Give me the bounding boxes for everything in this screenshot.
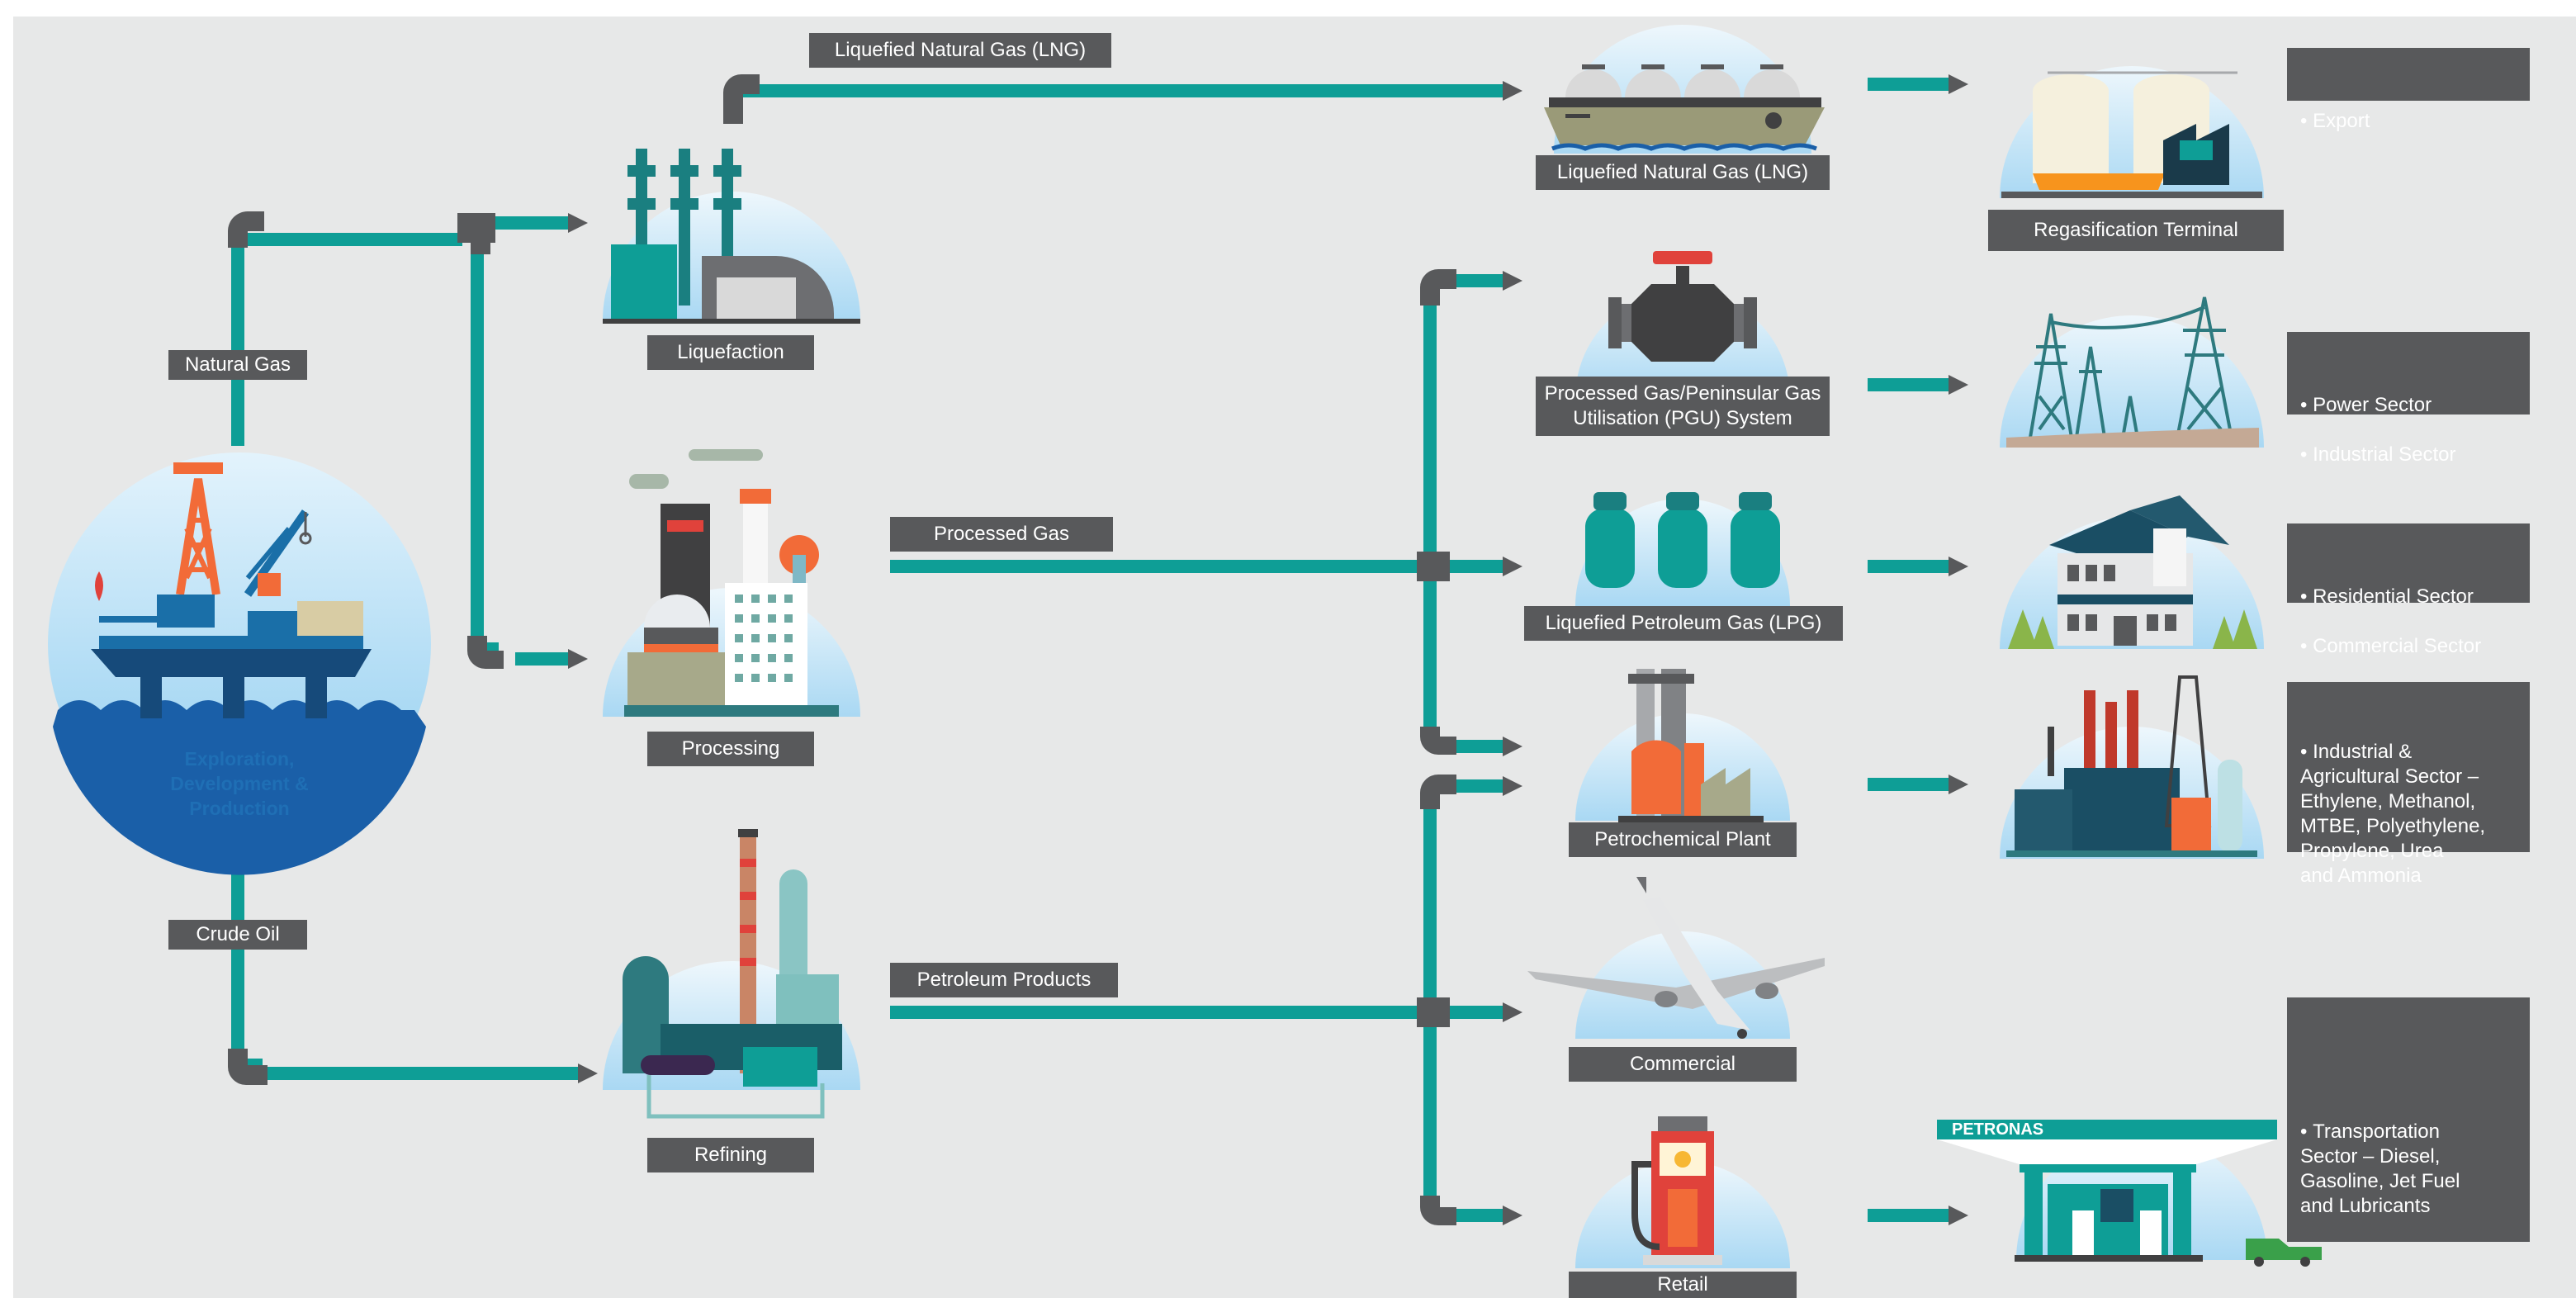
sector-residential-item: Residential Sector [2300,585,2517,609]
processed-gas-label: Processed Gas [890,517,1113,552]
pgu-label-line-1: Processed Gas/Peninsular Gas [1544,382,1821,405]
gas-valve-icon [1575,251,1790,398]
sector-export-box: Export [2287,48,2530,132]
regasification-terminal-icon [2000,66,2264,198]
refinery-icon [603,829,860,1119]
processing-plant-icon [603,449,860,717]
sector-residential-box: Residential Sector Commercial Sector [2287,523,2530,657]
source-label: Exploration, Development & Production [140,746,339,821]
sector-transport-box: Transportation Sector – Diesel, Gasoline… [2287,997,2530,1242]
petrochemical-plant-icon [1575,669,1790,822]
refining-label: Refining [647,1138,814,1172]
sector-power-list: Power Sector Industrial Sector [2300,368,2517,492]
sector-commercial-item: Commercial Sector [2300,634,2517,659]
sector-transport-item: Transportation Sector – Diesel, Gasoline… [2300,1120,2517,1219]
house-icon [2000,495,2264,649]
source-label-line-1: Exploration, [184,748,295,770]
processing-label: Processing [647,732,814,766]
regasification-label: Regasification Terminal [1988,210,2284,251]
natural-gas-label: Natural Gas [168,350,307,380]
offshore-platform-icon [48,452,431,875]
petrol-station-icon [1937,1120,2322,1267]
petrochemical-product-label: Petrochemical Plant [1569,822,1797,857]
sector-industrial-list: Industrial & Agricultural Sector – Ethyl… [2300,715,2517,913]
sector-power-item: Power Sector [2300,393,2517,418]
sector-export-list: Export [2300,84,2517,159]
sector-export-item: Export [2300,109,2517,134]
power-pylon-icon [2000,296,2264,448]
sector-residential-list: Residential Sector Commercial Sector [2300,560,2517,684]
commercial-product-label: Commercial [1569,1047,1797,1082]
fuel-pump-icon [1575,1116,1790,1268]
lng-product-label: Liquefied Natural Gas (LNG) [1536,155,1830,190]
lng-route-label: Liquefied Natural Gas (LNG) [809,33,1111,68]
source-label-line-2: Development & [170,773,309,794]
lpg-product-label: Liquefied Petroleum Gas (LPG) [1524,606,1843,641]
petroleum-products-label: Petroleum Products [890,963,1118,997]
pgu-product-label: Processed Gas/Peninsular Gas Utilisation… [1536,377,1830,436]
sector-industrial-box: Industrial & Agricultural Sector – Ethyl… [2287,682,2530,887]
retail-product-label: Retail [1569,1272,1797,1298]
industrial-plant-icon [2000,675,2264,859]
flow-arrows [568,74,1968,1225]
sector-power-box: Power Sector Industrial Sector [2287,332,2530,466]
sector-industrial-agri-item: Industrial & Agricultural Sector – Ethyl… [2300,740,2517,888]
petronas-brand: PETRONAS [1952,1120,2044,1139]
pgu-label-line-2: Utilisation (PGU) System [1573,407,1792,429]
liquefaction-label: Liquefaction [647,335,814,370]
lng-carrier-icon [1544,25,1825,154]
aircraft-icon [1527,877,1825,1039]
source-label-line-3: Production [189,798,290,819]
sector-transport-list: Transportation Sector – Diesel, Gasoline… [2300,1095,2517,1244]
pipe-joints [228,74,1456,1225]
lpg-cylinder-icon [1575,492,1790,606]
crude-oil-label: Crude Oil [168,920,307,950]
liquefaction-plant-icon [603,149,860,324]
sector-industrial-item: Industrial Sector [2300,443,2517,467]
